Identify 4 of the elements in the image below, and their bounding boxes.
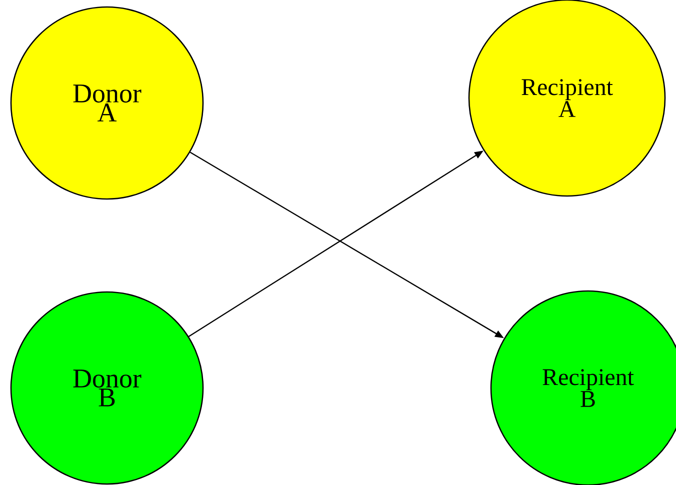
circle-node: Recipient A <box>468 0 666 197</box>
circle-node: Recipient B <box>490 290 676 485</box>
circle-node: Donor B <box>10 291 204 485</box>
circle-node: Donor A <box>10 6 204 200</box>
